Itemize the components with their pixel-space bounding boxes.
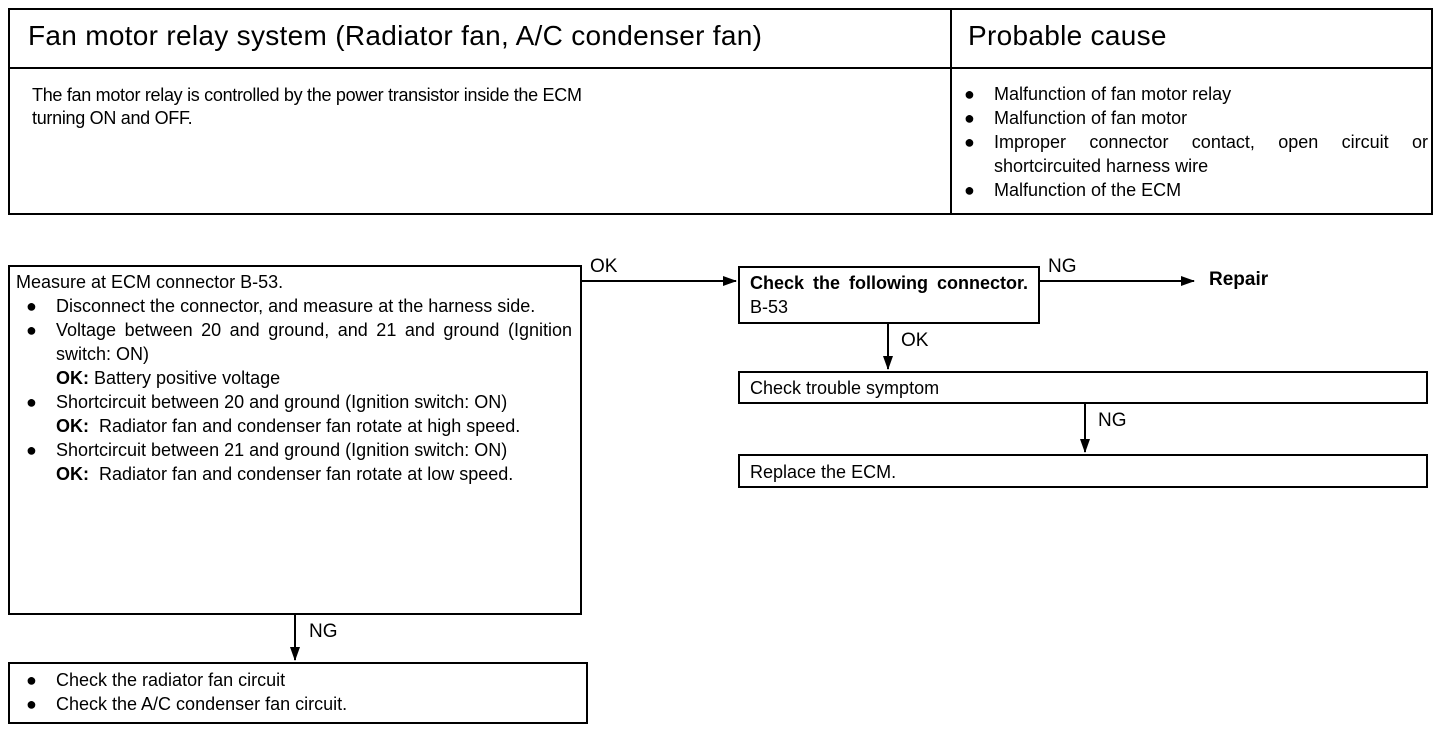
ng-label: NG bbox=[1048, 256, 1077, 277]
cause-item: ●Malfunction of fan motor bbox=[964, 108, 1188, 128]
connector-code: B-53 bbox=[750, 297, 789, 317]
connector-check-box: Check the following connector. B-53 bbox=[738, 266, 1040, 324]
ng-label: NG bbox=[309, 621, 338, 642]
ok-criteria: OK: Radiator fan and condenser fan rotat… bbox=[56, 416, 521, 436]
ng-label: NG bbox=[1098, 410, 1127, 431]
system-title: Fan motor relay system (Radiator fan, A/… bbox=[28, 20, 763, 51]
bullet-icon: ● bbox=[26, 296, 37, 316]
bullet-icon: ● bbox=[964, 132, 975, 152]
bullet-icon: ● bbox=[964, 108, 975, 128]
measure-list: ● Disconnect the connector, and measure … bbox=[16, 294, 572, 486]
circuit-check-box: ● Check the radiator fan circuit ● Check… bbox=[8, 662, 588, 724]
list-item: ● Disconnect the connector, and measure … bbox=[26, 296, 536, 316]
bullet-icon: ● bbox=[964, 180, 975, 200]
bullet-icon: ● bbox=[26, 320, 37, 340]
bullet-icon: ● bbox=[26, 392, 37, 412]
symptom-check-text: Check trouble symptom bbox=[750, 378, 940, 398]
measure-step-box: Measure at ECM connector B-53. ● Disconn… bbox=[8, 265, 582, 615]
cause-item: ●Improper connector contact, open circui… bbox=[964, 132, 1428, 176]
list-item: ● Shortcircuit between 20 and ground (Ig… bbox=[16, 390, 572, 438]
bullet-icon: ● bbox=[26, 670, 37, 690]
bullet-icon: ● bbox=[964, 84, 975, 104]
probable-cause-title: Probable cause bbox=[968, 20, 1167, 51]
connector-check-text: Check the following connector. bbox=[750, 273, 1028, 293]
ok-criteria: OK: Battery positive voltage bbox=[56, 368, 281, 388]
table-divider-vertical bbox=[950, 10, 952, 213]
replace-ecm-text: Replace the ECM. bbox=[750, 462, 897, 482]
symptom-check-box: Check trouble symptom bbox=[738, 371, 1428, 404]
cause-item: ●Malfunction of the ECM bbox=[964, 180, 1182, 200]
bullet-icon: ● bbox=[26, 694, 37, 714]
measure-title: Measure at ECM connector B-53. bbox=[16, 272, 284, 292]
system-description: The fan motor relay is controlled by the… bbox=[32, 84, 752, 130]
list-item: ● Voltage between 20 and ground, and 21 … bbox=[26, 320, 572, 388]
list-item: ● Check the radiator fan circuit bbox=[26, 670, 286, 690]
description-line: The fan motor relay is controlled by the… bbox=[32, 85, 582, 105]
circuit-check-list: ● Check the radiator fan circuit ● Check… bbox=[16, 668, 578, 716]
cause-item: ●Malfunction of fan motor relay bbox=[964, 84, 1232, 104]
ok-label: OK bbox=[901, 330, 929, 351]
list-item: ● Shortcircuit between 21 and ground (Ig… bbox=[16, 438, 572, 486]
replace-ecm-box: Replace the ECM. bbox=[738, 454, 1428, 488]
table-divider-horizontal bbox=[10, 67, 1431, 69]
header-table: Fan motor relay system (Radiator fan, A/… bbox=[8, 8, 1433, 215]
bullet-icon: ● bbox=[26, 440, 37, 460]
list-item: ● Check the A/C condenser fan circuit. bbox=[26, 694, 348, 714]
repair-label: Repair bbox=[1209, 269, 1269, 290]
description-line: turning ON and OFF. bbox=[32, 108, 193, 128]
ok-criteria: OK: Radiator fan and condenser fan rotat… bbox=[56, 464, 514, 484]
cause-list: ●Malfunction of fan motor relay ●Malfunc… bbox=[960, 82, 1428, 202]
ok-label: OK bbox=[590, 256, 618, 277]
